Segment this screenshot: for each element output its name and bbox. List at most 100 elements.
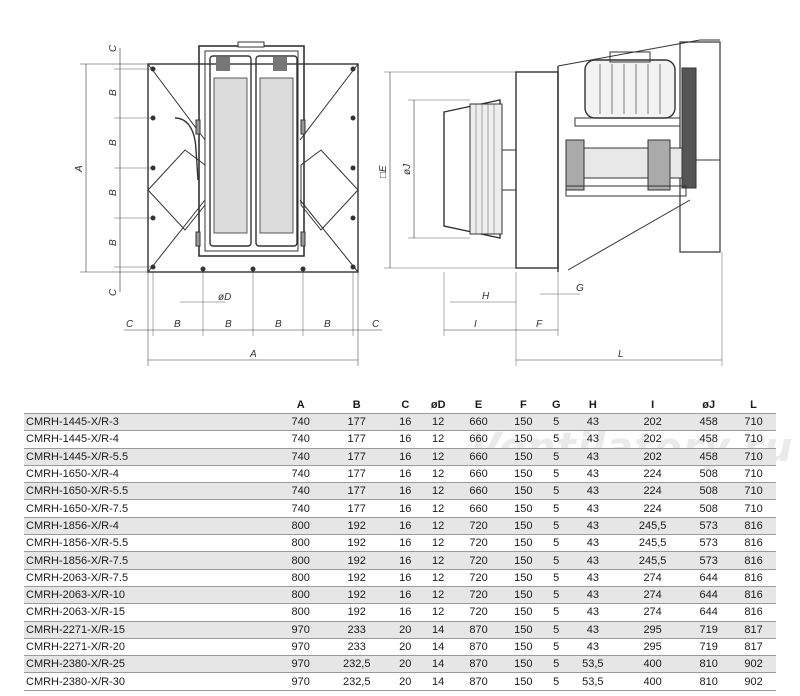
value-cell: 274 — [619, 585, 687, 604]
value-cell: 5 — [545, 672, 567, 691]
dim-label-c-bottom: C — [108, 288, 119, 296]
value-cell: 20 — [390, 637, 421, 656]
value-cell: 5 — [545, 482, 567, 500]
value-cell: 177 — [323, 499, 391, 518]
value-cell: 192 — [323, 603, 391, 622]
value-cell: 245,5 — [619, 534, 687, 552]
value-cell: 816 — [731, 516, 776, 535]
value-cell: 458 — [686, 412, 732, 431]
dim-label-c-top: C — [108, 44, 119, 52]
value-cell: 902 — [731, 672, 776, 691]
value-cell: 816 — [731, 603, 776, 622]
value-cell: 800 — [278, 568, 324, 587]
value-cell: 720 — [456, 551, 501, 570]
value-cell: 12 — [420, 585, 457, 604]
column-header: F — [519, 398, 527, 411]
model-cell: CMRH-1650-X/R-4 — [24, 464, 279, 483]
model-cell: CMRH-1856-X/R-7.5 — [24, 551, 279, 570]
model-cell: CMRH-1650-X/R-5.5 — [24, 482, 279, 500]
value-cell: 150 — [500, 551, 546, 570]
value-cell: 150 — [500, 603, 546, 622]
value-cell: 16 — [390, 447, 421, 466]
value-cell: 817 — [731, 637, 776, 656]
value-cell: 150 — [500, 464, 546, 483]
value-cell: 43 — [566, 620, 619, 639]
value-cell: 5 — [545, 637, 567, 656]
value-cell: 458 — [686, 447, 732, 466]
value-cell: 202 — [619, 447, 687, 466]
dim-label-d: øD — [218, 292, 231, 303]
value-cell: 233 — [323, 637, 391, 656]
value-cell: 43 — [566, 585, 619, 604]
value-cell: 800 — [278, 516, 324, 535]
value-cell: 12 — [420, 464, 457, 483]
value-cell: 660 — [456, 412, 501, 431]
value-cell: 12 — [420, 447, 457, 466]
value-cell: 192 — [323, 568, 391, 587]
value-cell: 644 — [686, 568, 732, 587]
value-cell: 192 — [323, 551, 391, 570]
model-cell: CMRH-1856-X/R-4 — [24, 516, 279, 535]
value-cell: 720 — [456, 585, 501, 604]
value-cell: 177 — [323, 464, 391, 483]
value-cell: 458 — [686, 430, 732, 449]
value-cell: 740 — [278, 412, 324, 431]
value-cell: 16 — [390, 516, 421, 535]
value-cell: 177 — [323, 430, 391, 449]
value-cell: 43 — [566, 412, 619, 431]
value-cell: 902 — [731, 655, 776, 673]
model-cell: CMRH-2063-X/R-10 — [24, 585, 279, 604]
value-cell: 245,5 — [619, 551, 687, 570]
model-cell: CMRH-2271-X/R-15 — [24, 620, 279, 639]
value-cell: 274 — [619, 603, 687, 622]
value-cell: 508 — [686, 499, 732, 518]
value-cell: 232,5 — [323, 672, 391, 691]
value-cell: 508 — [686, 464, 732, 483]
value-cell: 16 — [390, 464, 421, 483]
model-cell: CMRH-2380-X/R-30 — [24, 672, 279, 691]
value-cell: 660 — [456, 464, 501, 483]
value-cell: 53,5 — [566, 672, 619, 691]
value-cell: 5 — [545, 447, 567, 466]
column-header: C — [401, 398, 410, 411]
value-cell: 710 — [731, 412, 776, 431]
value-cell: 400 — [619, 655, 687, 673]
value-cell: 660 — [456, 499, 501, 518]
model-cell: CMRH-1445-X/R-5.5 — [24, 447, 279, 466]
value-cell: 192 — [323, 534, 391, 552]
value-cell: 660 — [456, 482, 501, 500]
dim-label-a-horizontal: A — [249, 349, 257, 360]
value-cell: 660 — [456, 430, 501, 449]
value-cell: 16 — [390, 585, 421, 604]
value-cell: 150 — [500, 568, 546, 587]
value-cell: 202 — [619, 430, 687, 449]
value-cell: 14 — [420, 637, 457, 656]
value-cell: 5 — [545, 516, 567, 535]
value-cell: 710 — [731, 447, 776, 466]
value-cell: 150 — [500, 534, 546, 552]
value-cell: 232,5 — [323, 655, 391, 673]
value-cell: 43 — [566, 499, 619, 518]
value-cell: 800 — [278, 585, 324, 604]
value-cell: 177 — [323, 447, 391, 466]
value-cell: 12 — [420, 482, 457, 500]
column-header: H — [588, 398, 597, 411]
value-cell: 12 — [420, 430, 457, 449]
model-cell: CMRH-2271-X/R-20 — [24, 637, 279, 656]
value-cell: 719 — [686, 637, 732, 656]
value-cell: 150 — [500, 482, 546, 500]
value-cell: 43 — [566, 603, 619, 622]
dim-label-l: L — [618, 349, 624, 360]
dim-label-b3: B — [108, 189, 119, 196]
value-cell: 20 — [390, 620, 421, 639]
value-cell: 43 — [566, 637, 619, 656]
